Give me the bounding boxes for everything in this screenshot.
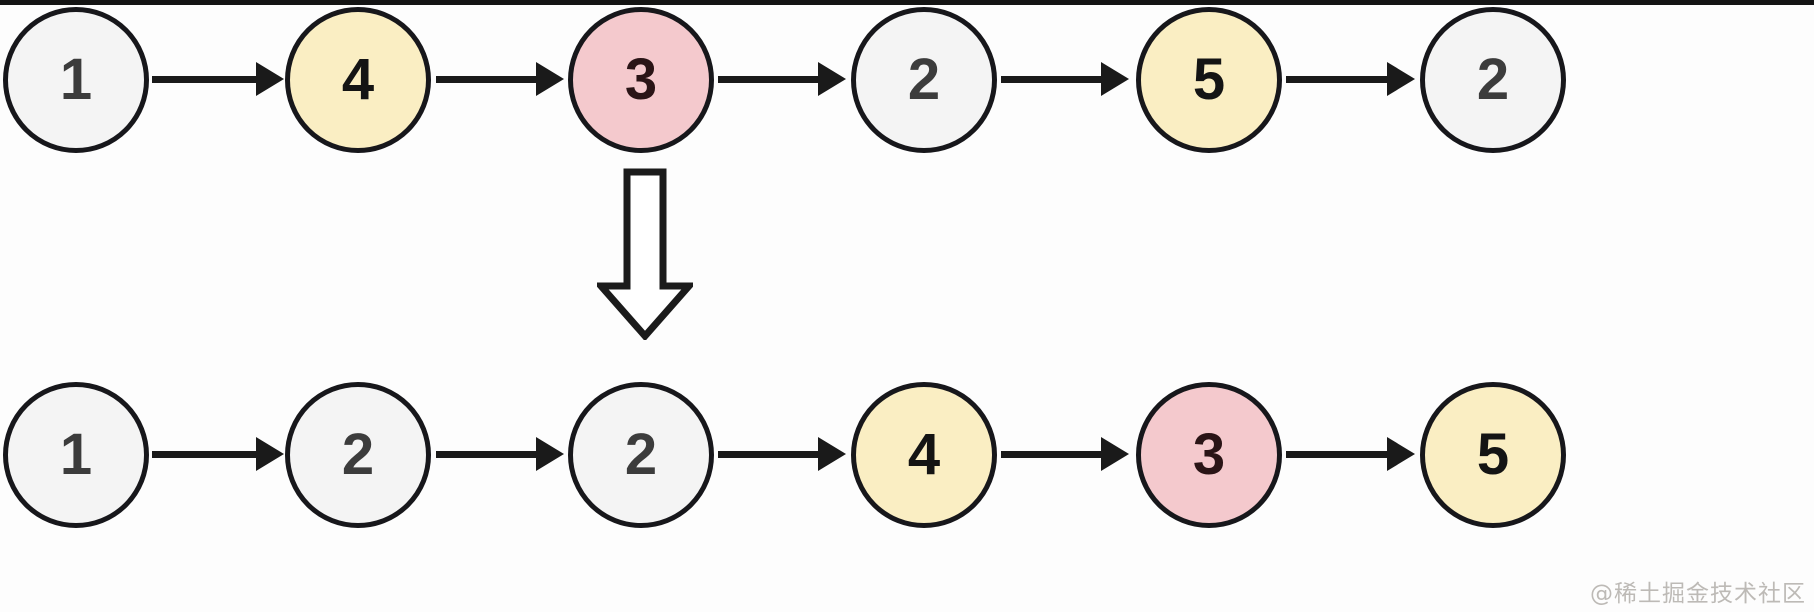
edge-arrowhead-1	[256, 62, 284, 96]
edge-arrowhead-3	[818, 62, 846, 96]
node-before-3[interactable]: 2	[851, 7, 997, 153]
edge-arrowhead-9	[1101, 437, 1129, 471]
down-arrow-icon	[593, 168, 697, 342]
edge-line-9	[1001, 451, 1101, 458]
edge-line-10	[1286, 451, 1387, 458]
edge-arrowhead-10	[1387, 437, 1415, 471]
edge-arrowhead-5	[1387, 62, 1415, 96]
after-list-row: 1 2 2 4 3 5	[0, 375, 1814, 535]
edge-line-5	[1286, 76, 1387, 83]
node-after-4[interactable]: 3	[1136, 382, 1282, 528]
node-after-3[interactable]: 4	[851, 382, 997, 528]
edge-arrowhead-4	[1101, 62, 1129, 96]
node-before-0[interactable]: 1	[3, 7, 149, 153]
node-after-2[interactable]: 2	[568, 382, 714, 528]
node-after-5[interactable]: 5	[1420, 382, 1566, 528]
node-before-2[interactable]: 3	[568, 7, 714, 153]
edge-line-6	[152, 451, 256, 458]
edge-line-3	[718, 76, 818, 83]
node-after-0[interactable]: 1	[3, 382, 149, 528]
top-edge-band	[0, 0, 1814, 5]
edge-line-7	[436, 451, 536, 458]
watermark-text: @稀土掘金技术社区	[1590, 581, 1806, 607]
node-after-1[interactable]: 2	[285, 382, 431, 528]
node-before-4[interactable]: 5	[1136, 7, 1282, 153]
edge-arrowhead-8	[818, 437, 846, 471]
node-before-5[interactable]: 2	[1420, 7, 1566, 153]
edge-line-2	[436, 76, 536, 83]
node-before-1[interactable]: 4	[285, 7, 431, 153]
edge-line-4	[1001, 76, 1101, 83]
edge-arrowhead-6	[256, 437, 284, 471]
before-list-row: 1 4 3 2 5 2	[0, 0, 1814, 160]
edge-arrowhead-7	[536, 437, 564, 471]
edge-line-1	[152, 76, 256, 83]
edge-arrowhead-2	[536, 62, 564, 96]
edge-line-8	[718, 451, 818, 458]
